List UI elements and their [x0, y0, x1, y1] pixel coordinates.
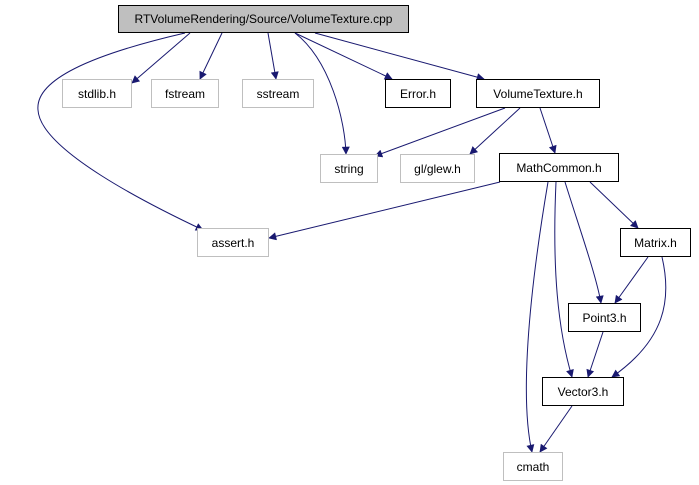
edge-mathcommon-to-point3: [564, 181, 604, 304]
edge-mathcommon-to-assert: [268, 181, 501, 241]
node-string[interactable]: string: [320, 154, 378, 183]
node-volumetexture-h[interactable]: VolumeTexture.h: [476, 79, 600, 108]
edge-mathcommon-to-cmath: [525, 181, 549, 453]
edge-mathcommon-to-matrix: [589, 181, 639, 229]
edge-volumetexture-to-string: [374, 107, 506, 158]
edge-mathcommon-to-vector3: [554, 181, 574, 378]
edge-matrix-to-point3: [614, 256, 649, 304]
node-sstream[interactable]: sstream: [242, 79, 314, 108]
edge-root-to-volumetexture: [314, 32, 485, 81]
node-stdlib-h[interactable]: stdlib.h: [62, 79, 132, 108]
node-vector3-h[interactable]: Vector3.h: [542, 377, 624, 406]
node-matrix-h[interactable]: Matrix.h: [620, 228, 691, 257]
node-fstream[interactable]: fstream: [151, 79, 219, 108]
node-volumetexture-cpp[interactable]: RTVolumeRendering/Source/VolumeTexture.c…: [118, 5, 409, 33]
edge-volumetexture-to-glew: [469, 107, 521, 155]
edge-volumetexture-to-mathcommon: [539, 107, 557, 154]
edge-root-to-string: [294, 32, 350, 155]
edge-vector3-to-cmath: [539, 405, 573, 453]
node-cmath[interactable]: cmath: [503, 452, 563, 481]
node-point3-h[interactable]: Point3.h: [568, 303, 641, 332]
edge-point3-to-vector3: [586, 331, 604, 378]
node-mathcommon-h[interactable]: MathCommon.h: [499, 153, 619, 182]
edge-root-to-stdlib: [131, 32, 191, 84]
node-gl-glew-h[interactable]: gl/glew.h: [400, 154, 475, 183]
edge-root-to-sstream: [267, 32, 279, 80]
edge-root-to-assert: [37, 32, 204, 231]
edge-root-to-fstream: [199, 32, 223, 80]
edge-root-to-error: [294, 32, 393, 80]
edge-matrix-to-vector3: [611, 256, 667, 378]
node-error-h[interactable]: Error.h: [385, 79, 451, 108]
node-assert-h[interactable]: assert.h: [197, 228, 269, 257]
